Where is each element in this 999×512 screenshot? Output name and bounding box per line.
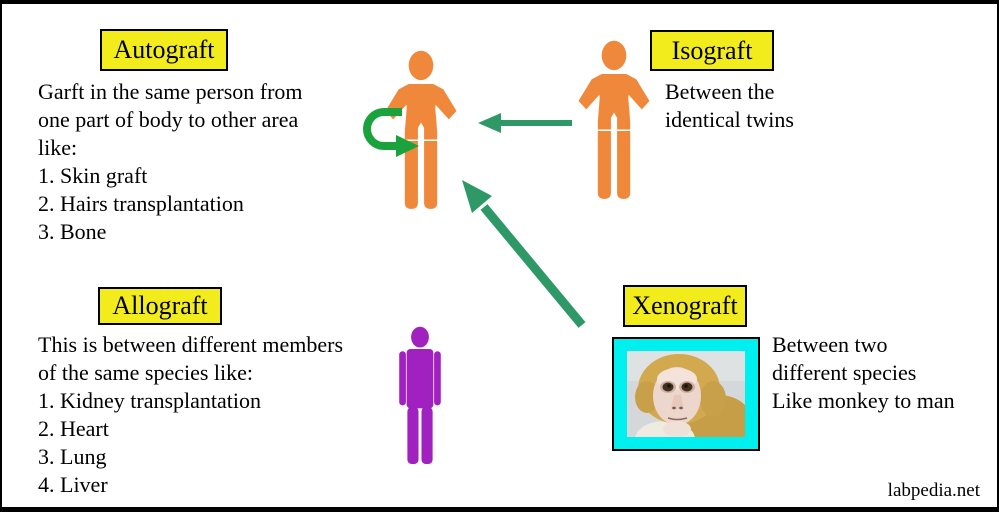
text-line: Garft in the same person from: [38, 79, 303, 104]
autograft-description: Garft in the same person from one part o…: [38, 78, 303, 246]
xenograft-arrow-icon: [462, 180, 586, 328]
text-line: of the same species like:: [38, 360, 254, 385]
text-line: Between two: [772, 332, 888, 357]
text-line: identical twins: [665, 107, 794, 132]
text-line: 3. Lung: [38, 444, 107, 469]
text-line: Like monkey to man: [772, 388, 955, 413]
monkey-photo: [627, 351, 745, 437]
text-line: Between the: [665, 79, 775, 104]
xenograft-label: Xenograft: [623, 285, 747, 327]
monkey-photo-frame: [612, 337, 760, 451]
text-line: 3. Bone: [38, 219, 107, 244]
text-line: one part of body to other area: [38, 107, 299, 132]
isograft-label-text: Isograft: [671, 35, 753, 65]
person-icon-twin: [578, 40, 650, 199]
person-icon-recipient: [385, 50, 457, 209]
person-head: [601, 40, 627, 71]
text-line: 4. Liver: [38, 472, 108, 497]
text-line: This is between different members: [38, 332, 344, 357]
text-line: like:: [38, 135, 78, 160]
allograft-label-text: Allograft: [112, 291, 208, 320]
watermark: labpedia.net: [887, 480, 980, 501]
autograft-label: Autograft: [100, 29, 228, 71]
text-line: 1. Kidney transplantation: [38, 388, 262, 413]
text-line: different species: [772, 360, 917, 385]
person-head: [408, 50, 434, 81]
isograft-arrow-icon: [478, 113, 572, 133]
person-icon-same-species: [399, 326, 441, 465]
allograft-description: This is between different members of the…: [38, 331, 343, 499]
isograft-label: Isograft: [650, 30, 774, 71]
autograft-label-text: Autograft: [113, 35, 215, 64]
text-line: 2. Hairs transplantation: [38, 191, 244, 216]
xenograft-label-text: Xenograft: [632, 291, 738, 320]
text-line: 2. Heart: [38, 416, 109, 441]
isograft-description: Between the identical twins: [665, 78, 794, 134]
text-line: 1. Skin graft: [38, 163, 148, 188]
person-head: [411, 326, 429, 348]
xenograft-description: Between two different species Like monke…: [772, 331, 955, 415]
allograft-label: Allograft: [98, 287, 222, 325]
